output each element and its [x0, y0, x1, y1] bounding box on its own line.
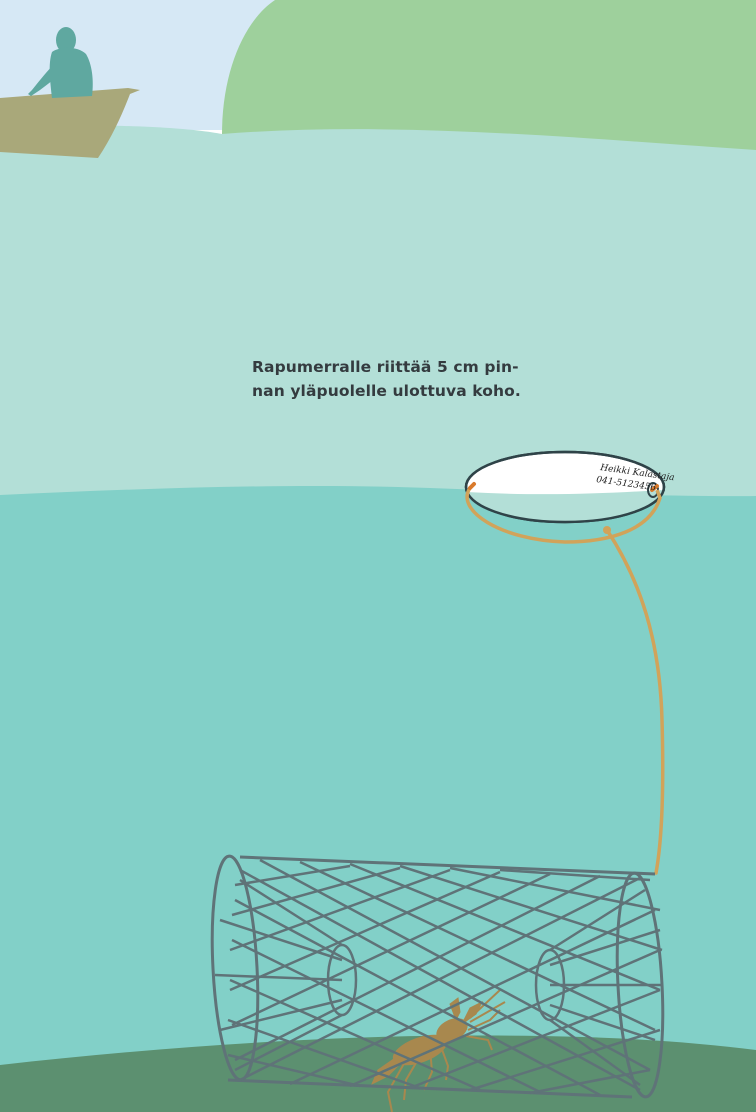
caption-line-1: Rapumerralle riittää 5 cm pin- — [252, 355, 552, 379]
caption-line-2: nan yläpuolelle ulottuva koho. — [252, 379, 552, 403]
caption-text: Rapumerralle riittää 5 cm pin- nan yläpu… — [252, 355, 552, 403]
deep-water — [0, 486, 756, 1112]
shore-hill — [222, 0, 756, 152]
